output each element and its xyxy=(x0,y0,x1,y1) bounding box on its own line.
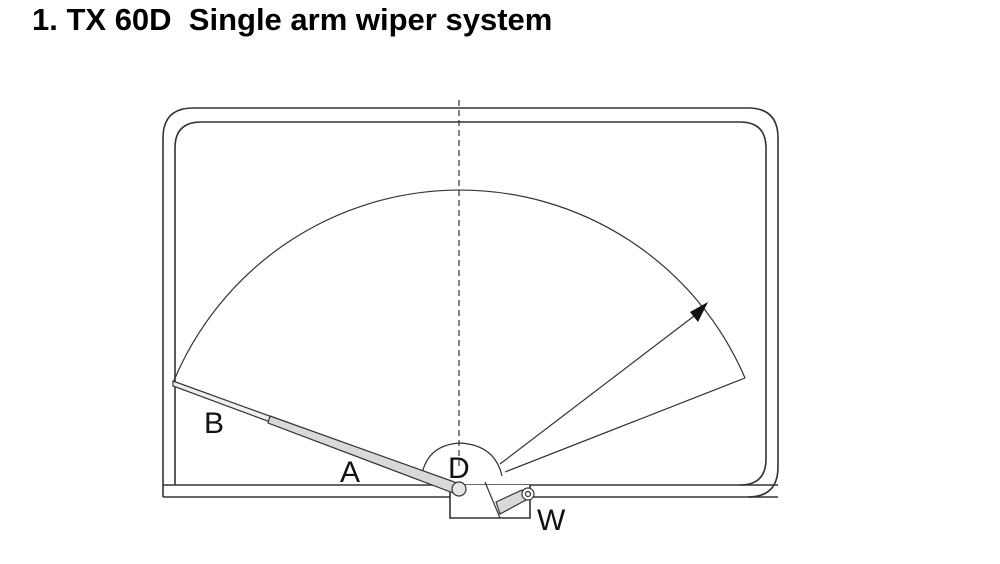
pivot xyxy=(451,481,467,497)
label-d: D xyxy=(448,452,470,485)
label-a: A xyxy=(340,456,360,489)
windshield-inner-frame xyxy=(174,121,767,486)
arrow-head-icon xyxy=(690,302,708,322)
label-b: B xyxy=(204,407,224,440)
label-w: W xyxy=(537,504,566,537)
sweep-arrow-line xyxy=(499,312,699,465)
linkage-rod xyxy=(484,481,501,519)
wiper-arm xyxy=(172,380,535,515)
motor-housing-dome xyxy=(420,442,503,481)
wipe-limit-right xyxy=(504,377,746,473)
wipe-arc xyxy=(172,189,746,384)
windshield-outer-frame xyxy=(162,107,779,498)
diagram-title: 1. TX 60D Single arm wiper system xyxy=(32,2,553,37)
motor-box xyxy=(449,485,531,519)
